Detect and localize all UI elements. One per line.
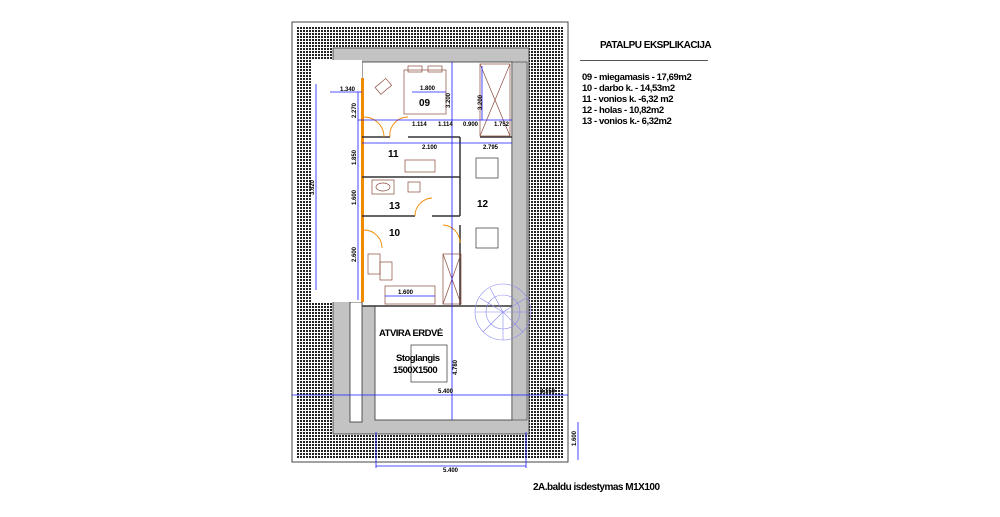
legend-title: PATALPU EKSPLIKACIJA bbox=[600, 40, 712, 51]
dim-text: 2.600 bbox=[352, 246, 358, 262]
left-balcony bbox=[312, 60, 362, 302]
left-wall-finish bbox=[361, 78, 364, 302]
spiral-stair bbox=[474, 283, 532, 341]
open-space-area bbox=[374, 305, 513, 421]
dim-text: 0.900 bbox=[463, 122, 479, 128]
dim-text: 2.100 bbox=[422, 145, 438, 151]
right-wall bbox=[511, 61, 528, 421]
doors bbox=[363, 116, 461, 249]
legend-item: 10 - darbo k. - 14,53m2 bbox=[582, 83, 675, 94]
dim-text: 3.620 bbox=[310, 179, 316, 195]
skylight-size: 1500X1500 bbox=[393, 365, 437, 376]
skylight bbox=[410, 344, 448, 383]
dim-text: 4.780 bbox=[453, 359, 459, 375]
dim-text: 1.600 bbox=[572, 430, 578, 446]
dim-text: 1.600 bbox=[352, 189, 358, 205]
dim-text: 3.200 bbox=[446, 92, 452, 108]
open-space-label: ATVIRA ERDVĖ bbox=[379, 328, 443, 339]
drawing-caption: 2A.baldu isdestymas M1X100 bbox=[533, 482, 660, 493]
dim-text: 1.340 bbox=[340, 87, 356, 93]
left-window bbox=[349, 301, 363, 423]
legend-divider bbox=[580, 60, 708, 61]
room-label-10: 10 bbox=[389, 228, 401, 239]
dim-text: 1.800 bbox=[420, 86, 436, 92]
upper-rooms bbox=[361, 61, 513, 307]
dimension-lines bbox=[292, 62, 579, 468]
legend-list: 09 - miegamasis - 17,69m2 10 - darbo k. … bbox=[582, 72, 692, 127]
room-label-12: 12 bbox=[477, 199, 489, 210]
room-label-09: 09 bbox=[419, 98, 431, 109]
room-label-13: 13 bbox=[389, 201, 401, 212]
dim-text: 1.850 bbox=[352, 149, 358, 165]
dim-text: 1.114 bbox=[412, 122, 427, 128]
dim-text: 1.114 bbox=[438, 122, 453, 128]
legend-item: 09 - miegamasis - 17,69m2 bbox=[582, 72, 692, 83]
dim-text: 1.752 bbox=[494, 122, 510, 128]
dim-text: 5.400 bbox=[438, 389, 454, 395]
legend-item: 12 - holas - 10,82m2 bbox=[582, 105, 664, 116]
dim-text: 5.400 bbox=[443, 468, 459, 474]
legend-item: 11 - vonios k. -6,32 m2 bbox=[582, 94, 674, 105]
dim-text: 3.200 bbox=[478, 94, 484, 110]
dim-text: 1.600 bbox=[398, 290, 414, 296]
legend-item: 13 - vonios k.- 6,32m2 bbox=[582, 116, 672, 127]
skylight-label: Stoglangis bbox=[396, 353, 440, 364]
dim-text: 2.795 bbox=[483, 145, 499, 151]
room-label-11: 11 bbox=[388, 149, 399, 160]
dim-text: 2.270 bbox=[352, 102, 358, 118]
dim-text: 3.150 bbox=[540, 389, 556, 395]
